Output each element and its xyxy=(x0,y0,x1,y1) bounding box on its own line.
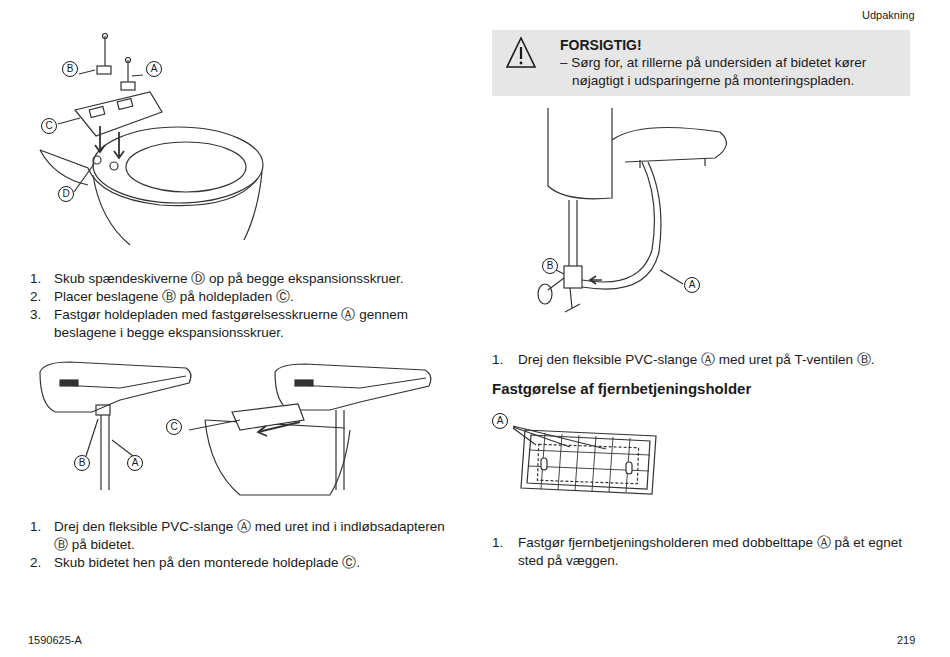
callout-letter: A xyxy=(127,455,143,471)
callout-letter: A xyxy=(684,277,700,293)
step-number: 3. xyxy=(30,306,41,324)
body-text: Fastgør holdepladen med fastgørelsesskru… xyxy=(54,306,434,342)
step-number: 1. xyxy=(30,270,41,288)
page-text: Udpakning xyxy=(862,6,915,24)
warning-box: FORSIGTIG!– Sørg for, at rillerne på und… xyxy=(492,30,910,96)
callout-letter: B xyxy=(542,258,558,274)
callout-letter: A xyxy=(146,61,162,77)
callout-letter: A xyxy=(492,413,508,429)
body-text: Drej den fleksible PVC-slange Ⓐ med uret… xyxy=(518,351,874,369)
body-text: Placer beslagene Ⓑ på holdepladen Ⓒ. xyxy=(54,288,294,306)
body-text: Skub bidetet hen på den monterede holdep… xyxy=(54,554,360,572)
warning-heading: FORSIGTIG! xyxy=(560,36,900,54)
callout-letter: B xyxy=(62,61,78,77)
warning-text: – Sørg for, at rillerne på undersiden af… xyxy=(560,54,900,90)
callout-letter: D xyxy=(58,186,74,202)
toilet-plate-figure xyxy=(40,34,263,246)
page-text: 1590625-A xyxy=(28,631,82,649)
remote-holder-figure xyxy=(513,426,656,494)
callout-letter: C xyxy=(166,419,182,435)
warning-icon xyxy=(505,36,537,70)
step-number: 1. xyxy=(30,518,41,536)
step-number: 1. xyxy=(492,351,503,369)
body-text: Drej den fleksible PVC-slange Ⓐ med uret… xyxy=(54,518,454,554)
step-number: 1. xyxy=(492,534,503,552)
step-number: 2. xyxy=(30,288,41,306)
body-text: Fastgør fjernbetjeningsholderen med dobb… xyxy=(518,534,908,570)
section-heading: Fastgørelse af fjernbetjeningsholder xyxy=(492,380,751,398)
callout-letter: C xyxy=(41,118,57,134)
page-text: 219 xyxy=(897,631,915,649)
bidet-hose-figure xyxy=(40,362,431,495)
step-number: 2. xyxy=(30,554,41,572)
callout-letter: B xyxy=(74,455,90,471)
body-text: Skub spændeskiverne Ⓓ op på begge ekspan… xyxy=(54,270,403,288)
t-valve-figure xyxy=(538,108,726,312)
